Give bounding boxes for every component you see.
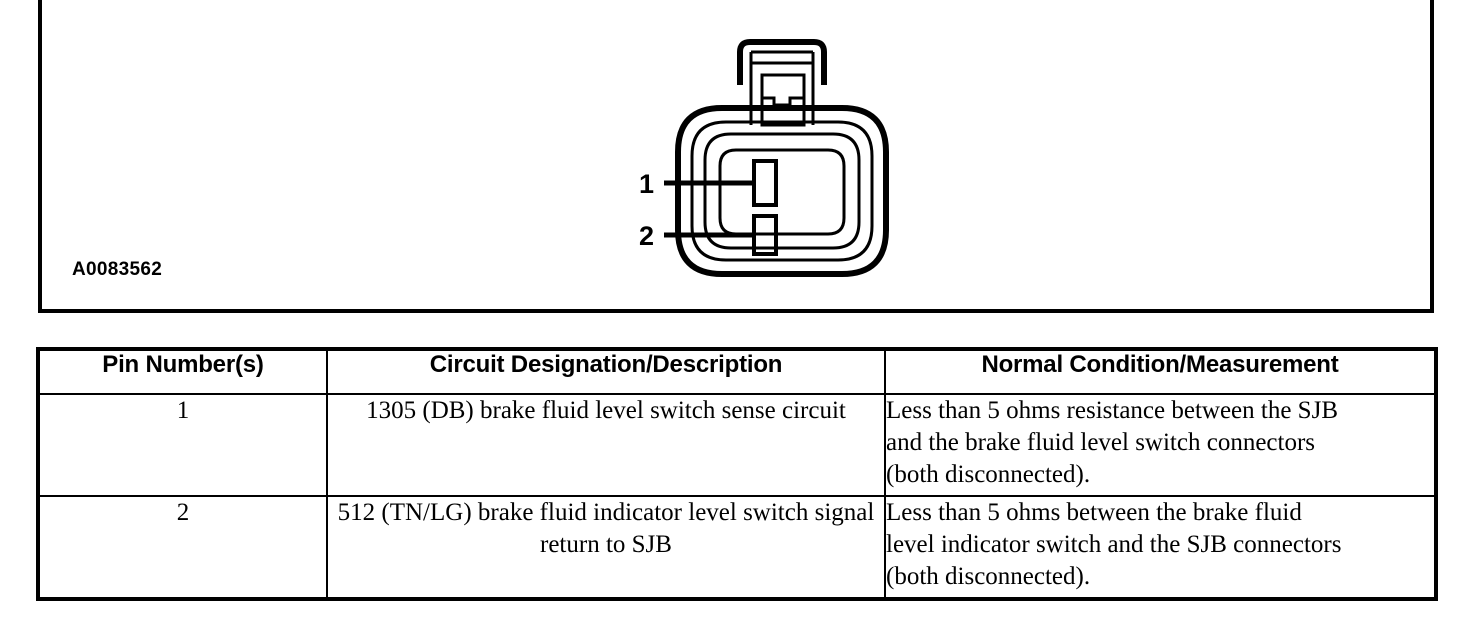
cell-normal-condition: Less than 5 ohms between the brake fluid… [884,495,1436,599]
table-row: 1 1305 (DB) brake fluid level switch sen… [38,393,1436,497]
cell-pin-number: 2 [38,495,328,599]
pin-callout-label-1: 1 [639,169,654,199]
header-circuit-designation: Circuit Designation/Description [326,349,886,395]
latch-keyway-box [760,73,806,127]
connector-mid-contour [690,120,874,262]
connector-svg: 1 2 [639,39,889,277]
cell-normal-condition: Less than 5 ohms resistance between the … [884,393,1436,497]
header-pin-number: Pin Number(s) [38,349,328,395]
header-normal-condition: Normal Condition/Measurement [884,349,1436,395]
cell-pin-number: 1 [38,393,328,497]
condition-line: Less than 5 ohms resistance between the … [886,397,1338,424]
latch-notch [762,96,804,107]
cell-circuit-description: 512 (TN/LG) brake fluid indicator level … [326,495,886,599]
condition-line: Less than 5 ohms between the brake fluid [886,499,1302,526]
condition-line: level indicator switch and the SJB conne… [886,531,1342,558]
connector-figure-panel: 1 2 A0083562 [38,0,1434,313]
condition-line: and the brake fluid level switch connect… [886,429,1316,456]
pin-cavity-1 [752,159,778,207]
pin-table-container: Pin Number(s) Circuit Designation/Descri… [36,347,1438,601]
latch-outer-shape [737,39,827,85]
connector-inner-contour [703,132,861,250]
pin-table: Pin Number(s) Circuit Designation/Descri… [36,347,1438,601]
connector-outer-shell [675,105,889,277]
table-row: 2 512 (TN/LG) brake fluid indicator leve… [38,495,1436,599]
pin-callout-label-2: 2 [639,221,654,251]
connector-diagram: 1 2 [602,30,932,290]
condition-line: (both disconnected). [886,461,1091,488]
cell-circuit-description: 1305 (DB) brake fluid level switch sense… [326,393,886,497]
condition-line: (both disconnected). [886,563,1091,590]
figure-id-label: A0083562 [72,259,163,280]
terminal-housing [718,148,846,236]
table-header-row: Pin Number(s) Circuit Designation/Descri… [38,349,1436,395]
